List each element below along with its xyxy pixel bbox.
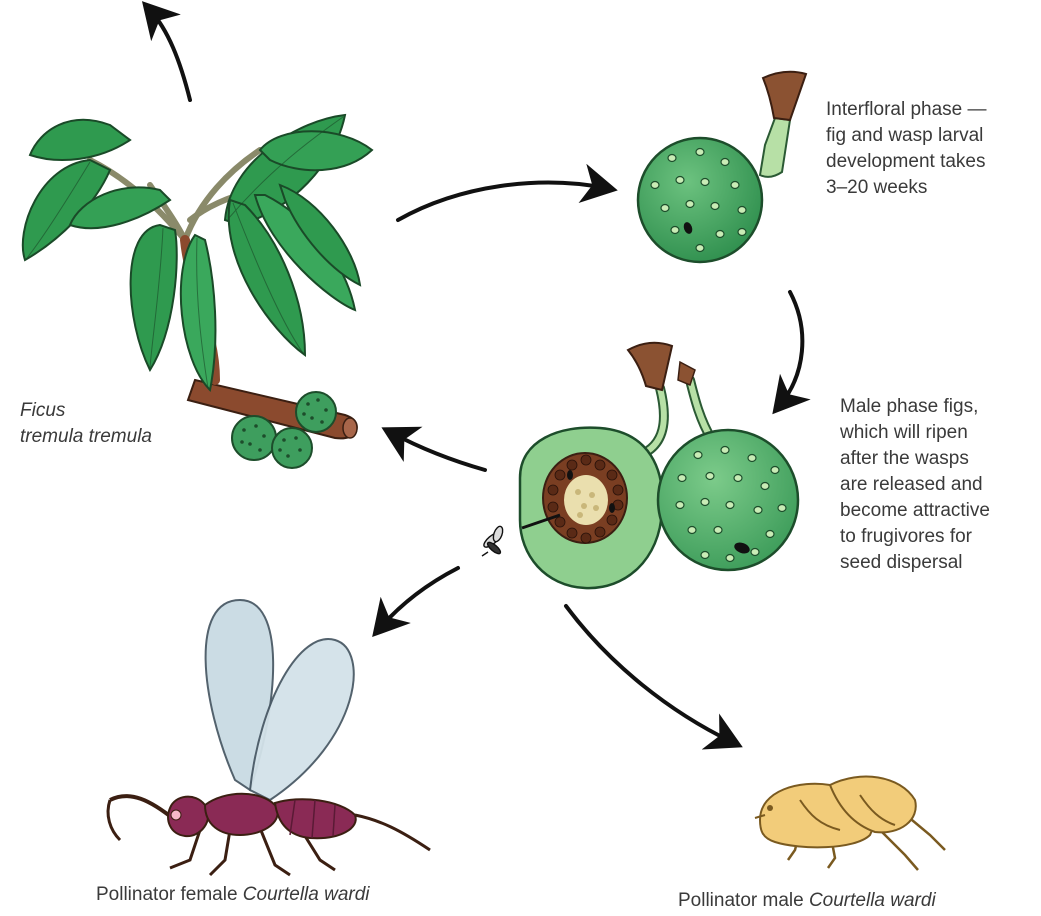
female-caption-species: Courtella wardi bbox=[243, 884, 370, 905]
fig-tree-branch-icon bbox=[23, 115, 372, 468]
interfloral-line: Interfloral phase — bbox=[826, 97, 987, 123]
male-phase-line: to frugivores for bbox=[840, 524, 972, 550]
female-wasp-caption: Pollinator female Courtella wardi bbox=[96, 882, 370, 908]
male-phase-line: are released and bbox=[840, 472, 983, 498]
female-caption-prefix: Pollinator female bbox=[96, 884, 243, 905]
ficus-species-label-line1: Ficus bbox=[20, 398, 65, 424]
male-phase-line: seed dispersal bbox=[840, 550, 963, 576]
interfloral-line: fig and wasp larval bbox=[826, 123, 983, 149]
arrow-to-interfloral bbox=[398, 183, 606, 220]
male-phase-line: become attractive bbox=[840, 498, 990, 524]
male-wasp-caption: Pollinator male Courtella wardi bbox=[678, 888, 936, 914]
arrow-to-male-wasp bbox=[566, 606, 732, 742]
male-phase-line: Male phase figs, bbox=[840, 394, 978, 420]
male-caption-prefix: Pollinator male bbox=[678, 890, 809, 911]
arrow-up-dispersal bbox=[150, 10, 190, 100]
arrow-to-female-wasp bbox=[380, 568, 458, 628]
arrow-to-plant bbox=[392, 433, 485, 470]
male-phase-line: which will ripen bbox=[840, 420, 968, 446]
arrow-to-male-phase bbox=[780, 292, 802, 405]
male-phase-figs-icon bbox=[520, 343, 798, 588]
receptive-fig-icon bbox=[638, 72, 806, 262]
interfloral-line: development takes bbox=[826, 149, 986, 175]
interfloral-line: 3–20 weeks bbox=[826, 175, 927, 201]
female-wasp-icon bbox=[108, 600, 430, 875]
small-wasp-icon bbox=[482, 525, 505, 556]
male-wasp-icon bbox=[755, 777, 945, 870]
ficus-species-label-line2: tremula tremula bbox=[20, 424, 152, 450]
male-caption-species: Courtella wardi bbox=[809, 890, 936, 911]
male-phase-line: after the wasps bbox=[840, 446, 969, 472]
